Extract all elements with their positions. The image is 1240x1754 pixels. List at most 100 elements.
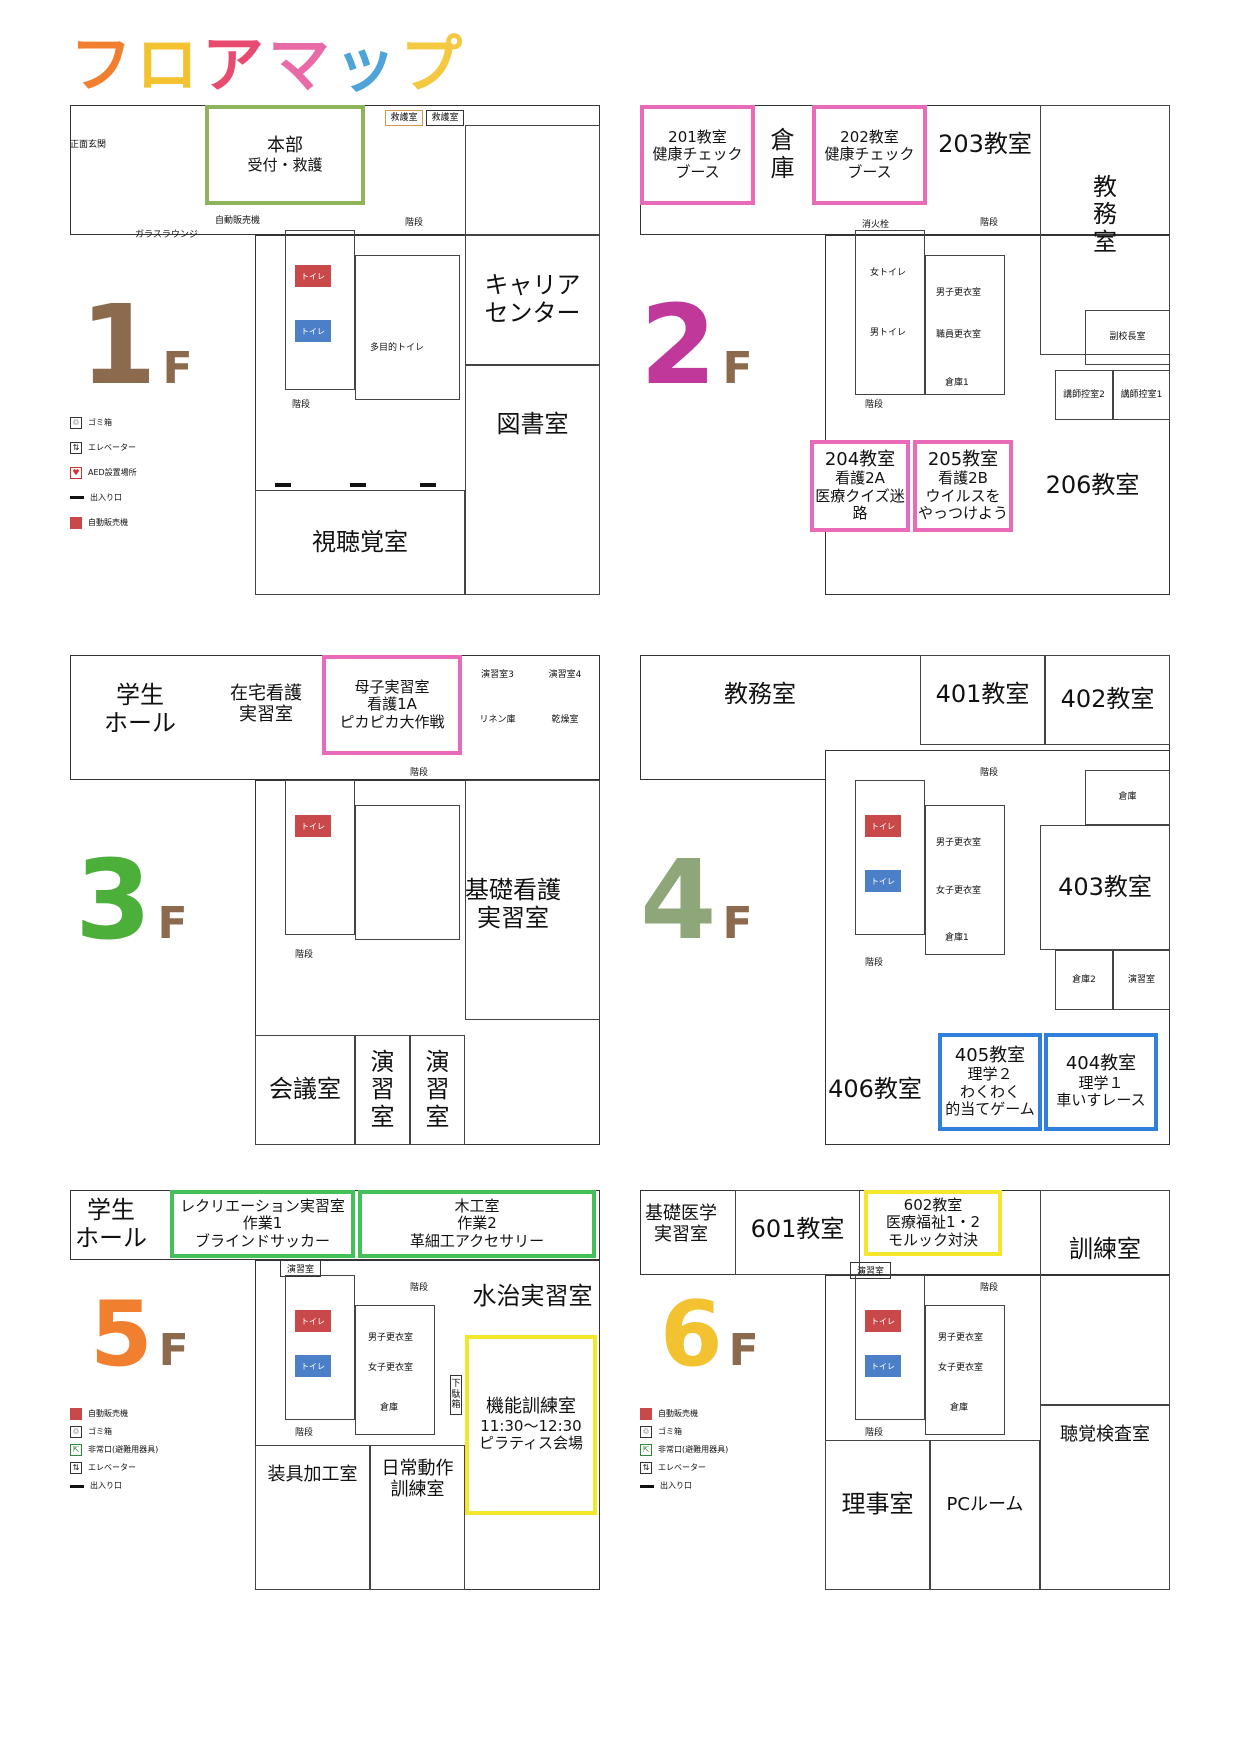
door-marker (420, 483, 436, 487)
room-kunren[interactable] (1040, 1190, 1170, 1405)
room-601[interactable] (735, 1190, 860, 1275)
room-gakusei[interactable]: 学生 ホール (75, 1195, 155, 1255)
room-gakusei[interactable]: 学生 ホール (70, 655, 210, 765)
room-library[interactable] (465, 365, 600, 595)
room-602-sub: 医療福祉1・2 モルック対決 (885, 1213, 981, 1249)
room-ensyu3[interactable]: 演習室3 (470, 665, 525, 685)
room-201[interactable]: 201教室 健康チェック ブース (640, 105, 755, 205)
legend-label: 出入り口 (90, 1481, 122, 1490)
ensyu-label: 演習室 (850, 1262, 892, 1279)
toilet-icon: トイレ (295, 815, 331, 837)
floor-suffix: F (722, 898, 753, 949)
room-pc[interactable] (930, 1440, 1040, 1590)
stairs-label: 階段 (980, 768, 999, 778)
vending-label: 自動販売機 (215, 216, 261, 226)
room-ensyu-b[interactable] (410, 1035, 465, 1145)
souko1-label: 倉庫1 (945, 933, 969, 943)
toilet-label: トイレ (301, 1316, 325, 1326)
room-career[interactable] (465, 235, 600, 365)
room-recreation[interactable]: レクリエーション実習室 作業1 ブラインドサッカー (170, 1190, 355, 1258)
room-soguu[interactable] (255, 1445, 370, 1590)
room-zaitaku[interactable]: 在宅看護 実習室 (230, 655, 320, 755)
room-406[interactable]: 406教室 (825, 1035, 925, 1145)
toilet-men-icon: トイレ (865, 1355, 901, 1377)
room-koshi-1[interactable] (1113, 370, 1170, 420)
room-mokko[interactable]: 木工室 作業2 革細工アクセサリー (358, 1190, 596, 1258)
gakusei-label: 学生 ホール (104, 681, 176, 737)
room-204-sub: 看護2A 医療クイズ迷路 (815, 469, 905, 522)
title-char: プ (400, 28, 462, 101)
room-suiji[interactable]: 水治実習室 (465, 1262, 600, 1332)
stairs-label: 階段 (295, 1428, 314, 1438)
room-boshi[interactable]: 母子実習室 看護1A ピカピカ大作戦 (322, 655, 462, 755)
room-nichijo[interactable] (370, 1445, 465, 1590)
room-riji-label: 理事室 (841, 1490, 914, 1519)
stairs-label: 階段 (865, 958, 884, 968)
exit-icon (640, 1484, 654, 1488)
souko-label: 倉 庫 (770, 126, 795, 182)
room-202[interactable]: 202教室 健康チェック ブース (812, 105, 927, 205)
floor-3: 学生 ホール 在宅看護 実習室 母子実習室 看護1A ピカピカ大作戦 演習室3 … (70, 655, 600, 1145)
room-av[interactable] (255, 490, 465, 595)
room-kyugo-1[interactable]: 救護室 (385, 110, 423, 126)
room-getabako[interactable]: 下 駄 箱 (450, 1375, 462, 1415)
room-souko-label: 倉庫 (1118, 792, 1137, 803)
toilet-men-icon: トイレ (295, 1355, 331, 1377)
room-601-label: 601教室 (750, 1215, 845, 1244)
stairs-label: 階段 (980, 1283, 999, 1293)
room-405-title: 405教室 (954, 1044, 1026, 1066)
room-riji[interactable] (825, 1440, 930, 1590)
room-201-sub: 健康チェック ブース (652, 145, 743, 181)
room-kaigi[interactable] (255, 1035, 355, 1145)
vending-icon (70, 516, 82, 529)
room-kunren-label: 訓練室 (1069, 1235, 1141, 1264)
room-kiso[interactable]: 基礎医学 実習室 (645, 1195, 735, 1255)
room-401[interactable] (920, 655, 1045, 745)
room-206[interactable]: 206教室 (1015, 440, 1170, 532)
elevator-icon: ⇅ (70, 441, 82, 454)
room-souko[interactable] (1085, 770, 1170, 825)
trash-icon: ♲ (640, 1426, 652, 1438)
elevator-icon: ⇅ (70, 1462, 82, 1474)
legend-label: ゴミ箱 (88, 417, 112, 427)
room-405[interactable]: 405教室 理学２ わくわく 的当てゲーム (938, 1033, 1042, 1131)
room-203[interactable]: 203教室 (930, 105, 1040, 185)
joshi-label: 女子更衣室 (936, 886, 982, 896)
room-ensyu4[interactable]: 演習室4 (535, 665, 595, 685)
room-linen[interactable]: リネン庫 (470, 710, 525, 730)
room-kyugo-2[interactable]: 救護室 (426, 110, 464, 126)
room-402[interactable] (1045, 655, 1170, 745)
room-602[interactable]: 602教室 医療福祉1・2 モルック対決 (864, 1190, 1002, 1256)
room-kanso[interactable]: 乾燥室 (535, 710, 595, 730)
room-205[interactable]: 205教室 看護2B ウイルスを やっつけよう (913, 440, 1013, 532)
room-kinou[interactable]: 機能訓練室 11:30～12:30 ピラティス会場 (465, 1335, 597, 1515)
room-204[interactable]: 204教室 看護2A 医療クイズ迷路 (810, 440, 910, 532)
room-honbu[interactable]: 本部 受付・救護 (205, 105, 365, 205)
room-ensyu-a[interactable] (355, 1035, 410, 1145)
room-choukaku[interactable] (1040, 1405, 1170, 1590)
room-ensyu[interactable] (1113, 950, 1170, 1010)
room-kyomu[interactable] (1040, 105, 1170, 355)
floor-digit: 5 (90, 1282, 153, 1387)
room-201-title: 201教室 (668, 128, 727, 147)
room-602-title: 602教室 (903, 1196, 963, 1215)
joshi-label: 女子更衣室 (938, 1363, 984, 1373)
room-403[interactable] (1040, 825, 1170, 950)
room-souko[interactable]: 倉 庫 (755, 105, 810, 205)
room-kyomu[interactable]: 教務室 (680, 665, 840, 725)
room-404[interactable]: 404教室 理学１ 車いすレース (1044, 1033, 1158, 1131)
room-fuku[interactable] (1085, 310, 1170, 365)
suiji-label: 水治実習室 (472, 1282, 593, 1311)
floor-digit: 6 (660, 1282, 723, 1387)
room-boshi-title: 母子実習室 (354, 678, 430, 697)
lounge-label: ガラスラウンジ (135, 230, 198, 240)
room-kiso[interactable] (465, 780, 600, 1020)
room-koshi-2[interactable] (1055, 370, 1113, 420)
floor6-core-left (855, 1275, 925, 1420)
stairs-label: 階段 (865, 1428, 884, 1438)
room-souko2[interactable] (1055, 950, 1113, 1010)
floor-suffix: F (157, 898, 188, 949)
zaitaku-label: 在宅看護 実習室 (230, 683, 302, 725)
floor1-core-left (285, 230, 355, 390)
kyomu-label: 教務室 (724, 680, 796, 709)
